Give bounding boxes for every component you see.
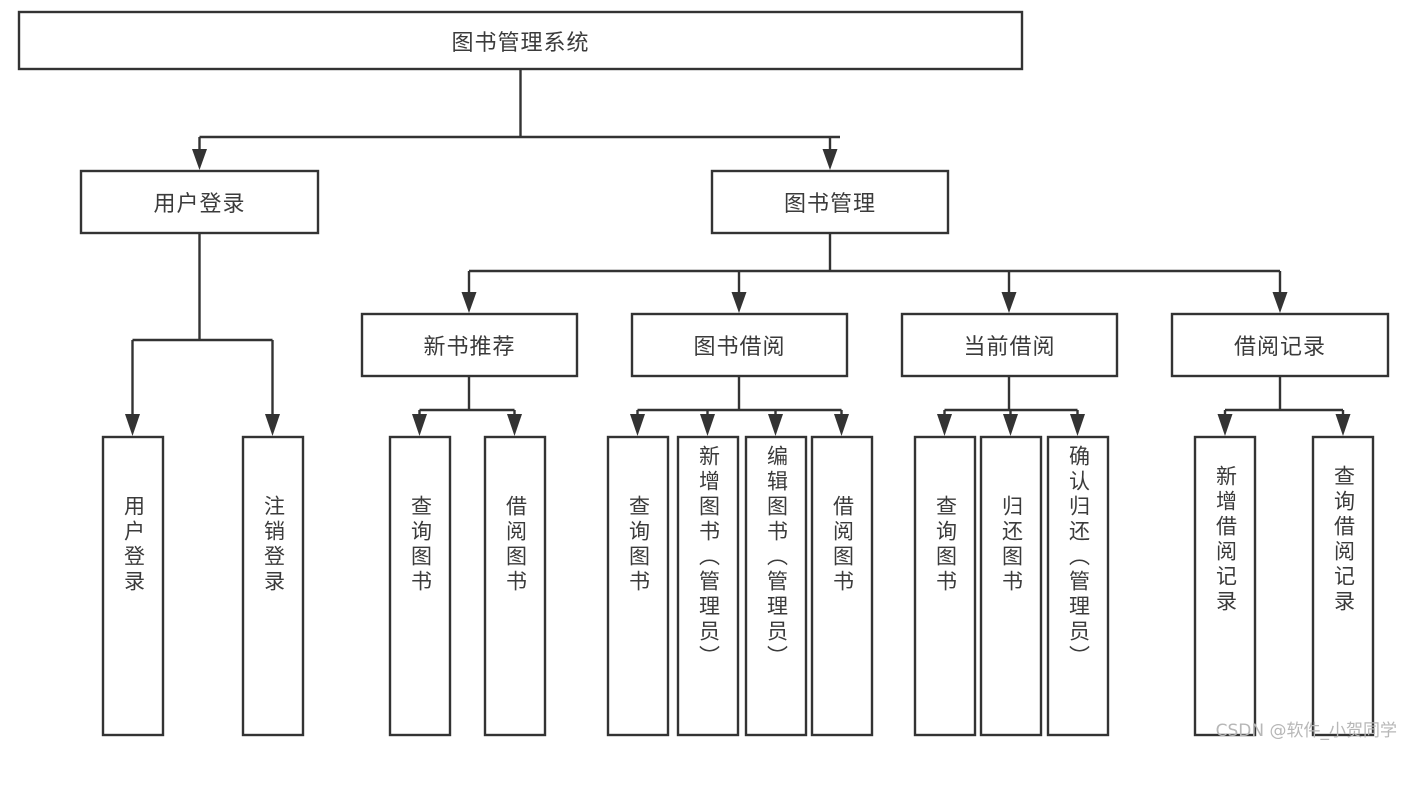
arrow-to-book-borrow	[731, 292, 747, 313]
node-box-leaf-query-book-2[interactable]	[606, 435, 670, 737]
arrow-to-leaf-logout	[265, 414, 280, 436]
node-box-leaf-logout[interactable]	[241, 435, 305, 737]
arrow-to-current-borrow	[1001, 292, 1017, 313]
arrow-to-leaf-query-book-3	[937, 414, 952, 436]
arrow-to-leaf-edit-book	[768, 414, 783, 436]
node-box-borrow-record[interactable]	[1170, 312, 1390, 378]
arrow-to-leaf-query-record	[1335, 414, 1351, 436]
arrow-to-leaf-query-book-2	[630, 414, 645, 436]
node-box-leaf-query-book-3[interactable]	[913, 435, 977, 737]
arrow-to-leaf-confirm-return	[1070, 414, 1085, 436]
node-box-current-borrow[interactable]	[900, 312, 1119, 378]
node-box-leaf-query-book-1[interactable]	[388, 435, 452, 737]
arrow-to-leaf-add-book	[700, 414, 715, 436]
arrow-to-leaf-borrow-book-1	[507, 414, 522, 436]
connectors	[125, 69, 1351, 436]
node-box-leaf-confirm-return[interactable]	[1046, 435, 1110, 737]
node-box-new-book-rec[interactable]	[360, 312, 579, 378]
node-box-book-manage[interactable]	[710, 169, 950, 235]
node-box-user-login[interactable]	[79, 169, 320, 235]
arrow-to-leaf-user-login	[125, 414, 140, 436]
node-box-leaf-borrow-book-2[interactable]	[810, 435, 874, 737]
arrow-to-borrow-record	[1272, 292, 1288, 313]
node-box-leaf-user-login[interactable]	[101, 435, 165, 737]
arrow-to-user-login	[192, 149, 207, 170]
flowchart-canvas	[17, 10, 1390, 737]
node-box-leaf-return-book[interactable]	[979, 435, 1043, 737]
arrow-to-leaf-add-record	[1217, 414, 1233, 436]
arrow-to-book-manage	[822, 149, 838, 170]
arrow-to-leaf-return-book	[1003, 414, 1018, 436]
flowchart-diagram: 图书管理系统 用户登录 图书管理 新书推荐 图书借阅 当前借阅 借阅记录 用户登…	[17, 10, 1397, 741]
arrow-to-leaf-query-book-1	[412, 414, 427, 436]
node-box-leaf-add-book[interactable]	[676, 435, 740, 737]
node-box-leaf-add-record[interactable]	[1193, 435, 1257, 737]
arrow-to-leaf-borrow-book-2	[834, 414, 849, 436]
node-box-book-borrow[interactable]	[630, 312, 849, 378]
node-box-leaf-borrow-book-1[interactable]	[483, 435, 547, 737]
node-boxes	[17, 10, 1390, 737]
node-box-leaf-edit-book[interactable]	[744, 435, 808, 737]
arrow-to-new-book-rec	[461, 292, 477, 313]
node-box-leaf-query-record[interactable]	[1311, 435, 1375, 737]
node-box-root[interactable]	[17, 10, 1024, 71]
